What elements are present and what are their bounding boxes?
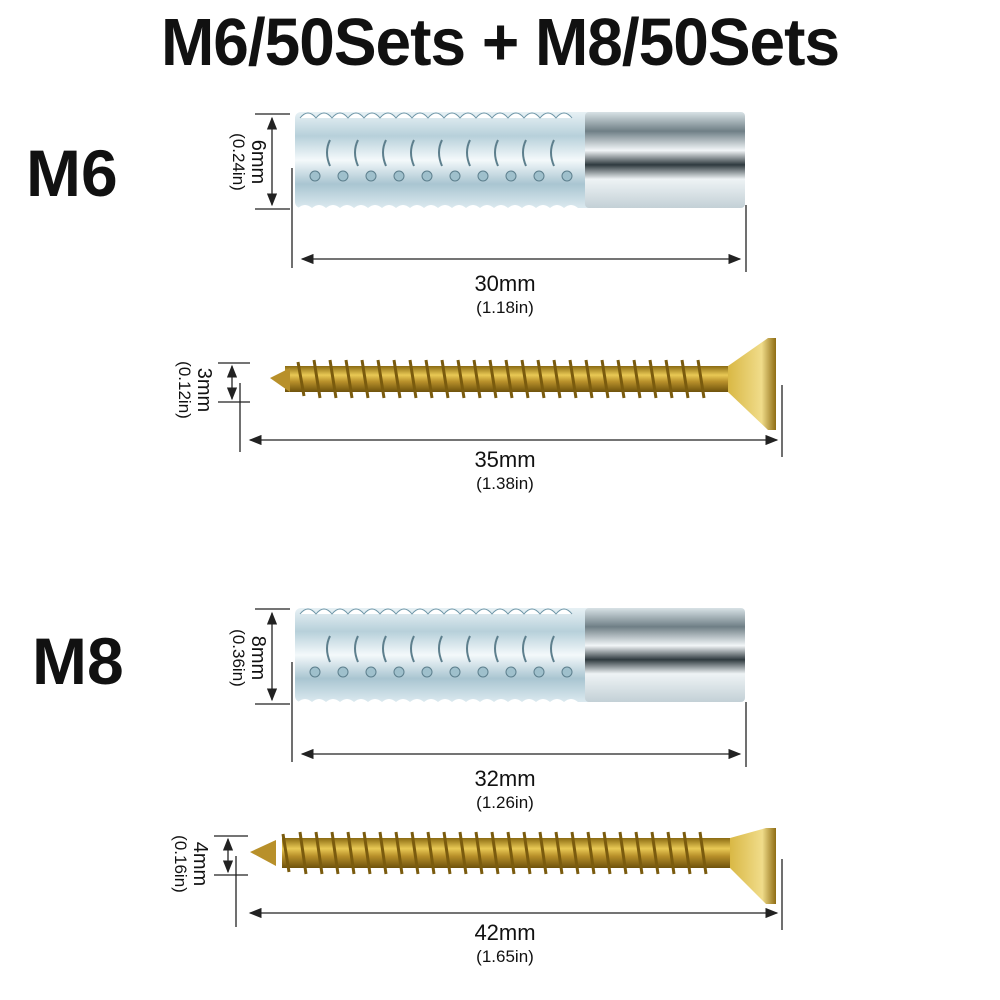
m6-screw-length-label: 35mm (1.38in) [474, 447, 536, 494]
m6-anchor-dimension-lines [255, 113, 747, 272]
m6-screw [270, 338, 776, 430]
size-label-m8: M8 [32, 624, 124, 698]
m8-anchor-diameter-label: 8mm (0.36in) [229, 629, 269, 687]
m8-screw-length-label: 42mm (1.65in) [474, 920, 536, 967]
m8-anchor-dimension-lines [255, 608, 747, 767]
size-label-m6: M6 [26, 136, 118, 210]
m8-anchor-length-label: 32mm (1.26in) [474, 766, 536, 813]
m6-screw-dimension-lines [218, 362, 783, 457]
m6-anchor-diameter-label: 6mm (0.24in) [229, 133, 269, 191]
m6-anchor-length-label: 30mm (1.18in) [474, 271, 536, 318]
m8-screw-diameter-label: 4mm (0.16in) [171, 835, 211, 893]
m6-screw-diameter-label: 3mm (0.12in) [175, 361, 215, 419]
m8-screw-dimension-lines [214, 835, 783, 930]
product-title: M6/50Sets + M8/50Sets [160, 4, 840, 80]
m8-anchor [295, 608, 745, 702]
m6-anchor [295, 112, 745, 208]
m8-screw [250, 828, 776, 904]
